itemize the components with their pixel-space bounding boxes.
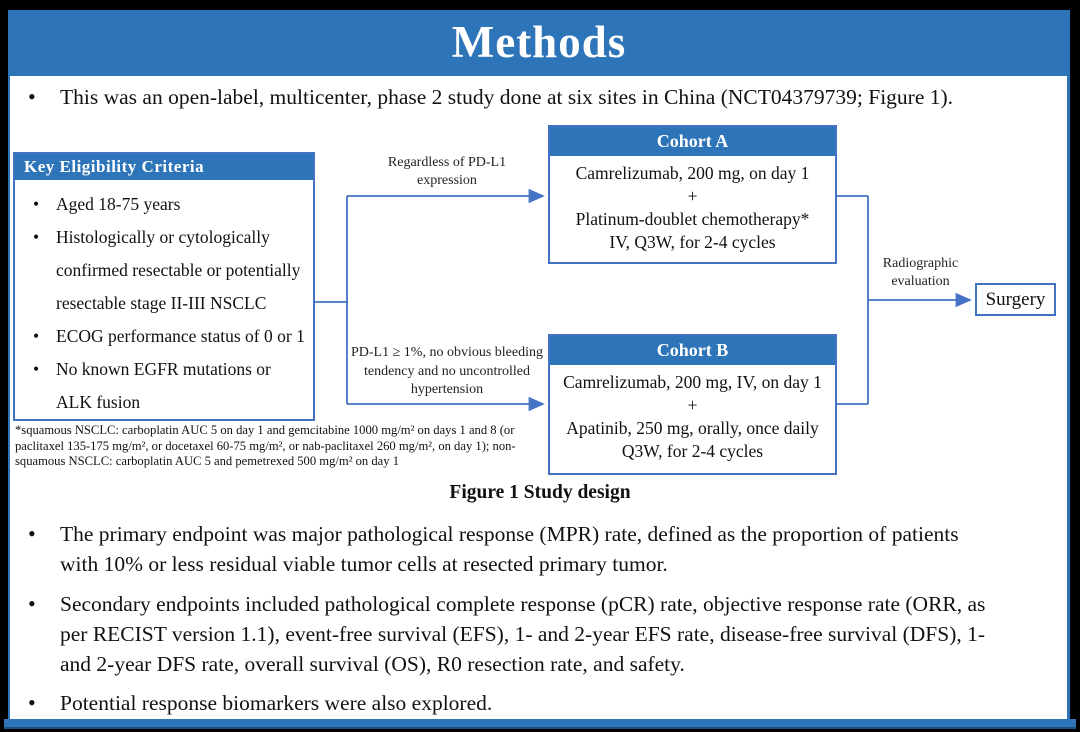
cohort-b-box: Cohort B Camrelizumab, 200 mg, IV, on da… xyxy=(548,334,837,475)
intro-bullet: This was an open-label, multicenter, pha… xyxy=(26,82,1072,112)
intro-bullet-text: This was an open-label, multicenter, pha… xyxy=(60,85,954,109)
eligibility-list: Aged 18-75 years Histologically or cytol… xyxy=(15,180,313,419)
primary-endpoint-bullet: The primary endpoint was major pathologi… xyxy=(26,519,1072,579)
branch-label-pdl1-positive: PD-L1 ≥ 1%, no obvious bleeding tendency… xyxy=(350,345,543,397)
surgery-box: Surgery xyxy=(975,283,1056,316)
cohort-b-line: Apatinib, 250 mg, orally, once daily xyxy=(566,418,819,438)
cohort-b-header: Cohort B xyxy=(550,336,835,365)
cohort-a-header: Cohort A xyxy=(550,127,835,156)
biomarkers-bullet: Potential response biomarkers were also … xyxy=(26,688,1072,718)
cohort-b-line: Camrelizumab, 200 mg, IV, on day 1 xyxy=(563,372,822,392)
cohort-a-line: Camrelizumab, 200 mg, on day 1 xyxy=(575,163,810,183)
eligibility-item: Aged 18-75 years xyxy=(33,188,313,221)
bullet-line: per RECIST version 1.1), event-free surv… xyxy=(60,622,986,646)
eligibility-box: Key Eligibility Criteria Aged 18-75 year… xyxy=(13,152,315,421)
bullet-line: Potential response biomarkers were also … xyxy=(60,691,493,715)
footnote-line: paclitaxel 135-175 mg/m², or docetaxel 6… xyxy=(15,438,516,453)
eligibility-item-continuation: confirmed resectable or potentially xyxy=(56,260,301,280)
cohort-b-line: Q3W, for 2-4 cycles xyxy=(621,441,764,461)
eligibility-item-continuation: ALK fusion xyxy=(56,392,141,412)
eligibility-item-continuation: resectable stage II-III NSCLC xyxy=(56,293,267,313)
radiographic-evaluation-label: Radiographic evaluation xyxy=(882,256,959,289)
bullet-line: and 2-year DFS rate, overall survival (O… xyxy=(60,652,685,676)
cohort-a-line: Platinum-doublet chemotherapy* xyxy=(575,209,810,229)
bullet-line: Secondary endpoints included pathologica… xyxy=(60,592,986,616)
branch-label-pdl1-any: Regardless of PD-L1 expression xyxy=(387,155,507,188)
secondary-endpoints-bullet: Secondary endpoints included pathologica… xyxy=(26,589,1072,679)
eligibility-header: Key Eligibility Criteria xyxy=(15,154,313,180)
bullet-line: with 10% or less residual viable tumor c… xyxy=(60,552,668,576)
figure-caption: Figure 1 Study design xyxy=(449,482,631,503)
bottom-accent-bar xyxy=(4,719,1076,729)
cohort-a-line: + xyxy=(687,186,698,206)
page-title: Methods xyxy=(451,17,627,67)
title-banner: Methods xyxy=(8,10,1070,76)
cohort-b-body: Camrelizumab, 200 mg, IV, on day 1 + Apa… xyxy=(550,365,835,463)
footnote-line: squamous NSCLC: carboplatin AUC 5 and pe… xyxy=(15,454,399,469)
cohort-a-box: Cohort A Camrelizumab, 200 mg, on day 1 … xyxy=(548,125,837,264)
cohort-a-body: Camrelizumab, 200 mg, on day 1 + Platinu… xyxy=(550,156,835,254)
eligibility-item: Histologically or cytologically xyxy=(33,221,313,254)
eligibility-item: ECOG performance status of 0 or 1 xyxy=(33,320,313,353)
footnote-line: *squamous NSCLC: carboplatin AUC 5 on da… xyxy=(15,423,515,437)
cohort-b-line: + xyxy=(687,395,698,415)
chemotherapy-footnote: *squamous NSCLC: carboplatin AUC 5 on da… xyxy=(15,423,516,470)
bullet-line: The primary endpoint was major pathologi… xyxy=(60,522,959,546)
eligibility-item: No known EGFR mutations or xyxy=(33,353,313,386)
cohort-a-line: IV, Q3W, for 2-4 cycles xyxy=(609,232,776,252)
